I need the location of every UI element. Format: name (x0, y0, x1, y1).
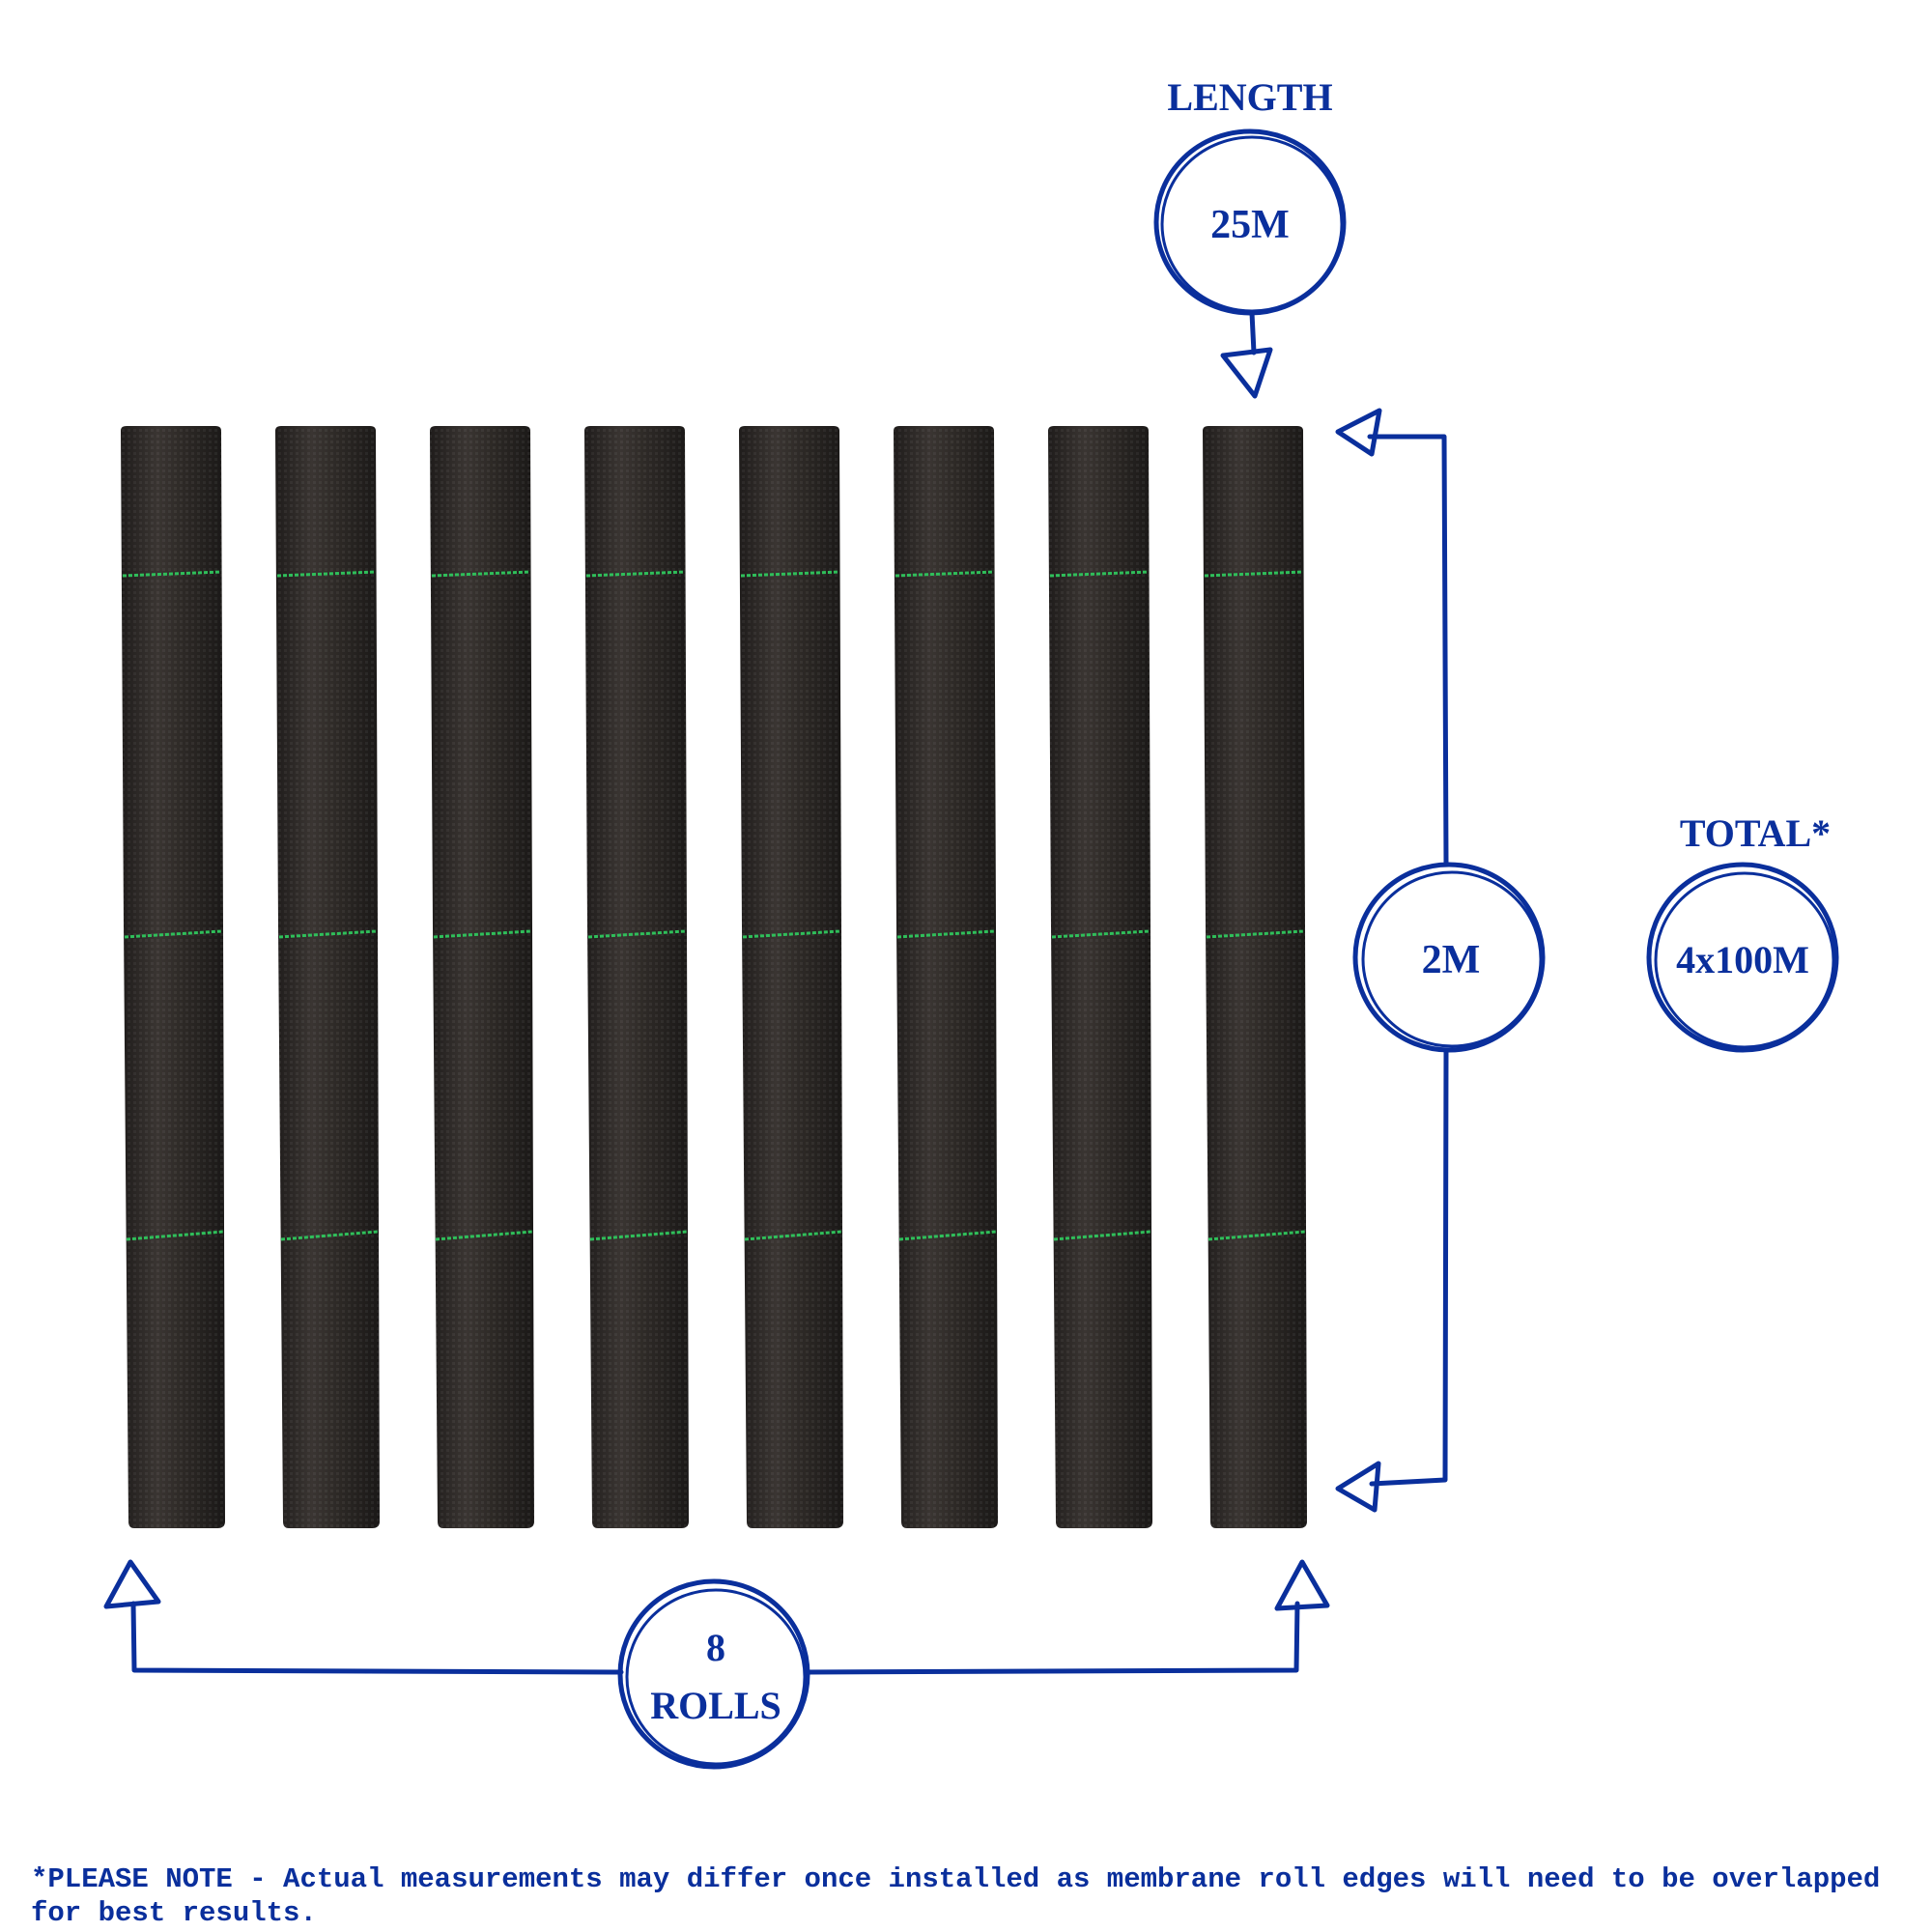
length-value: 25M (1210, 203, 1290, 247)
length-title: LENGTH (1167, 75, 1332, 119)
rolls-group (121, 426, 1307, 1528)
green-guide-stripe (433, 929, 532, 939)
rolls-circle (617, 1578, 810, 1770)
green-guide-stripe (280, 1230, 379, 1241)
fabric-roll (275, 426, 380, 1528)
green-guide-stripe (1049, 570, 1150, 578)
green-guide-stripe (740, 570, 840, 578)
fabric-roll (1203, 426, 1307, 1528)
green-guide-stripe (1206, 929, 1305, 939)
rolls-word: ROLLS (650, 1684, 781, 1727)
total-title: TOTAL* (1680, 811, 1831, 855)
green-guide-stripe (589, 1230, 688, 1241)
note-text: - Actual measurements may differ once in… (31, 1863, 1881, 1929)
up-arrow-icon (1274, 1559, 1330, 1611)
width-value: 2M (1422, 938, 1481, 982)
fabric-roll (739, 426, 843, 1528)
left-arrow-icon (1335, 1461, 1381, 1513)
green-guide-stripe (896, 929, 996, 939)
fabric-roll (430, 426, 534, 1528)
green-guide-stripe (278, 929, 378, 939)
disclaimer-note: *PLEASE NOTE - Actual measurements may d… (31, 1862, 1915, 1930)
green-guide-stripe (1051, 929, 1151, 939)
green-guide-stripe (276, 570, 377, 578)
green-guide-stripe (1208, 1230, 1306, 1241)
rolls-dimension-line (103, 1559, 1330, 1675)
fabric-roll (584, 426, 689, 1528)
rolls-count: 8 (706, 1626, 725, 1669)
green-guide-stripe (587, 929, 687, 939)
fabric-roll (1048, 426, 1152, 1528)
total-circle (1646, 862, 1839, 1053)
fabric-roll (121, 426, 225, 1528)
green-guide-stripe (435, 1230, 533, 1241)
green-guide-stripe (898, 1230, 997, 1241)
height-dimension-line (1335, 408, 1449, 1513)
green-guide-stripe (431, 570, 531, 578)
up-arrow-icon (103, 1559, 161, 1609)
width-circle (1352, 862, 1546, 1053)
green-guide-stripe (895, 570, 995, 578)
green-guide-stripe (585, 570, 686, 578)
green-guide-stripe (1053, 1230, 1151, 1241)
fabric-roll (894, 426, 998, 1528)
green-guide-stripe (744, 1230, 842, 1241)
total-value: 4x100M (1676, 938, 1809, 981)
green-guide-stripe (124, 929, 223, 939)
left-arrow-icon (1335, 408, 1382, 457)
green-guide-stripe (126, 1230, 224, 1241)
green-guide-stripe (122, 570, 222, 578)
green-guide-stripe (1204, 570, 1304, 578)
note-prefix: *PLEASE NOTE (31, 1863, 233, 1895)
green-guide-stripe (742, 929, 841, 939)
down-arrow-icon (1220, 310, 1273, 399)
